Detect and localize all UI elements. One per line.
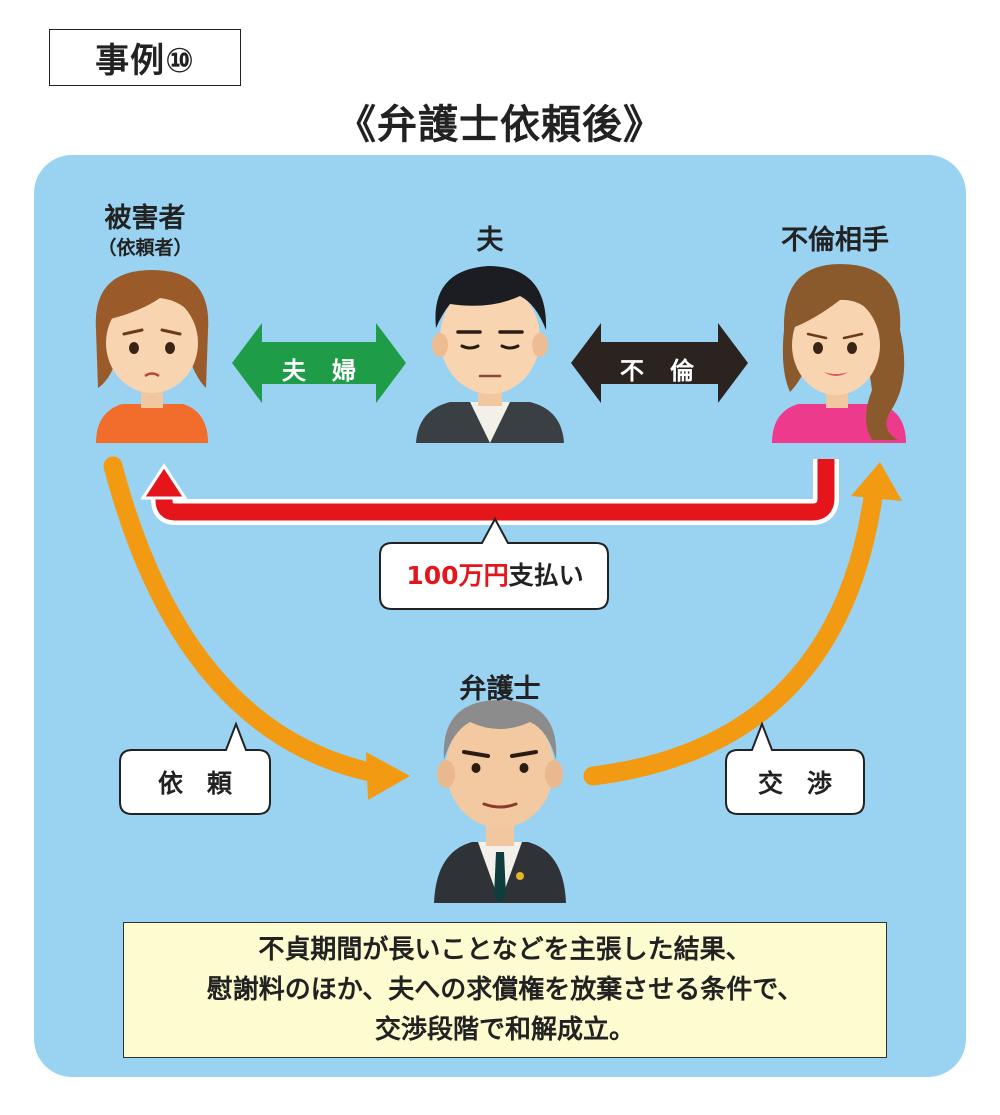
page-title: 《弁護士依頼後》 xyxy=(336,102,664,148)
victim-illustration xyxy=(95,270,209,443)
payment-label: 100万円支払い xyxy=(380,542,610,606)
payment-callout xyxy=(379,516,609,610)
affair-partner-illustration xyxy=(772,264,906,443)
husband-label: 夫 xyxy=(476,225,504,256)
lawyer-illustration xyxy=(434,700,566,903)
couple-arrow xyxy=(232,323,406,403)
negotiate-flow-arrow xyxy=(583,462,902,786)
affair-arrow-label: 不倫 xyxy=(620,357,720,385)
husband-illustration xyxy=(416,266,564,443)
lawyer-label: 弁護士 xyxy=(459,674,541,705)
negotiate-label: 交渉 xyxy=(757,769,856,798)
request-label: 依頼 xyxy=(157,769,256,798)
request-callout xyxy=(119,721,271,815)
payment-amount: 100万円 xyxy=(406,561,509,590)
victim-client-note: （依頼者） xyxy=(97,237,193,259)
result-line-3: 交渉段階で和解成立。 xyxy=(374,1015,635,1045)
negotiate-callout xyxy=(725,721,865,815)
affair-partner-label: 不倫相手 xyxy=(781,225,889,256)
affair-arrow xyxy=(571,323,748,403)
case-number-box: 事例⑩ xyxy=(49,29,241,86)
payment-arrow xyxy=(140,459,839,525)
result-line-2: 慰謝料のほか、夫への求償権を放棄させる条件で、 xyxy=(206,975,804,1005)
request-flow-arrow xyxy=(103,456,410,800)
result-line-1: 不貞期間が長いことなどを主張した結果、 xyxy=(258,935,752,965)
victim-label: 被害者 xyxy=(104,203,186,234)
payment-text: 支払い xyxy=(508,561,584,590)
result-summary-box: 不貞期間が長いことなどを主張した結果、 慰謝料のほか、夫への求償権を放棄させる条… xyxy=(123,922,887,1058)
couple-arrow-label: 夫婦 xyxy=(282,357,382,385)
